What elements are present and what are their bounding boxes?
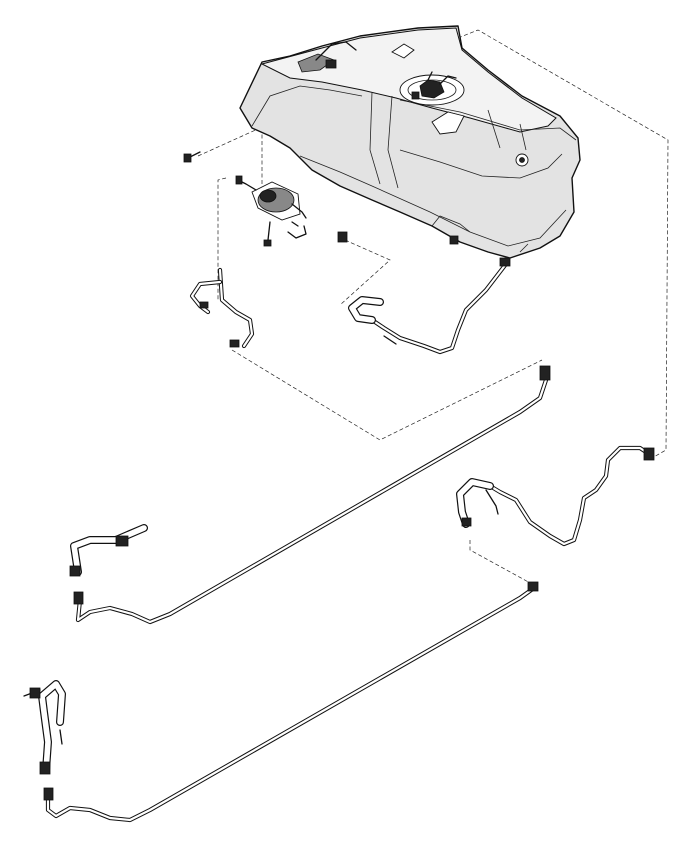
fuel-tank-side-panel [399,149,563,179]
fuel-tank-saddle [369,91,399,189]
leader-filter-vertical [217,177,227,300]
fuel-filter-strap [287,221,307,239]
fuel-tank-sender-plug [325,59,337,69]
front-line-fitting-top [539,365,551,381]
fuel-filter-assembly [235,175,348,247]
fuel-tank-rear-ridge [399,99,577,141]
front-fuel-line [69,365,551,625]
leader-front-line [231,349,543,441]
fuel-filter-fitting [235,175,243,185]
front-hose-end-fitting-b [69,565,81,577]
rear-fuel-line [23,581,539,823]
leader-tank-to-rear-line [457,29,669,459]
fuel-filter-bolt [267,221,271,241]
front-line-fitting-bottom [73,591,84,605]
fuel-pump-lines [427,71,457,85]
hose-fitting-left-a [229,339,240,348]
rear-line-fitting-top [527,581,539,592]
fuel-filter-bolt-head [263,239,272,247]
mounting-bolt [183,151,201,163]
rear-line-fitting-bottom [43,787,54,801]
front-hose-left [189,267,255,349]
fuel-tank-front-ridge [251,85,363,127]
front-hose-end-fitting [115,535,129,547]
rear-hose-fitting-bottom [461,517,472,527]
hose-fitting-left-b [199,301,209,309]
front-hose-right [348,257,511,355]
mounting-bolt-head [183,153,192,163]
leader-bolt [197,127,261,157]
fuel-tank-clip [449,235,459,245]
rear-hose-end-cap [29,687,41,699]
leader-clip-to-hose [339,239,391,306]
leader-rear-line [469,540,533,585]
fuel-pump-ring-inner [407,79,457,101]
fuel-tank [239,25,581,259]
rear-hose-fitting-top [643,447,655,461]
fuel-tank-pocket [431,111,465,135]
fuel-filter-outlet [291,203,307,219]
fuel-line-clip-icon [337,231,348,243]
rear-hose-end-fitting [39,761,51,775]
fuel-tank-rib [487,109,527,151]
fuel-tank-cap-icon [391,43,415,59]
fuel-tank-flange [431,215,529,253]
fuel-pump-connector [411,91,420,100]
hose-fitting-right-top [499,257,511,267]
fuel-tank-vent-hose [315,41,357,61]
rear-hose-right [456,445,655,547]
fuel-tank-lower-edge [299,155,567,247]
